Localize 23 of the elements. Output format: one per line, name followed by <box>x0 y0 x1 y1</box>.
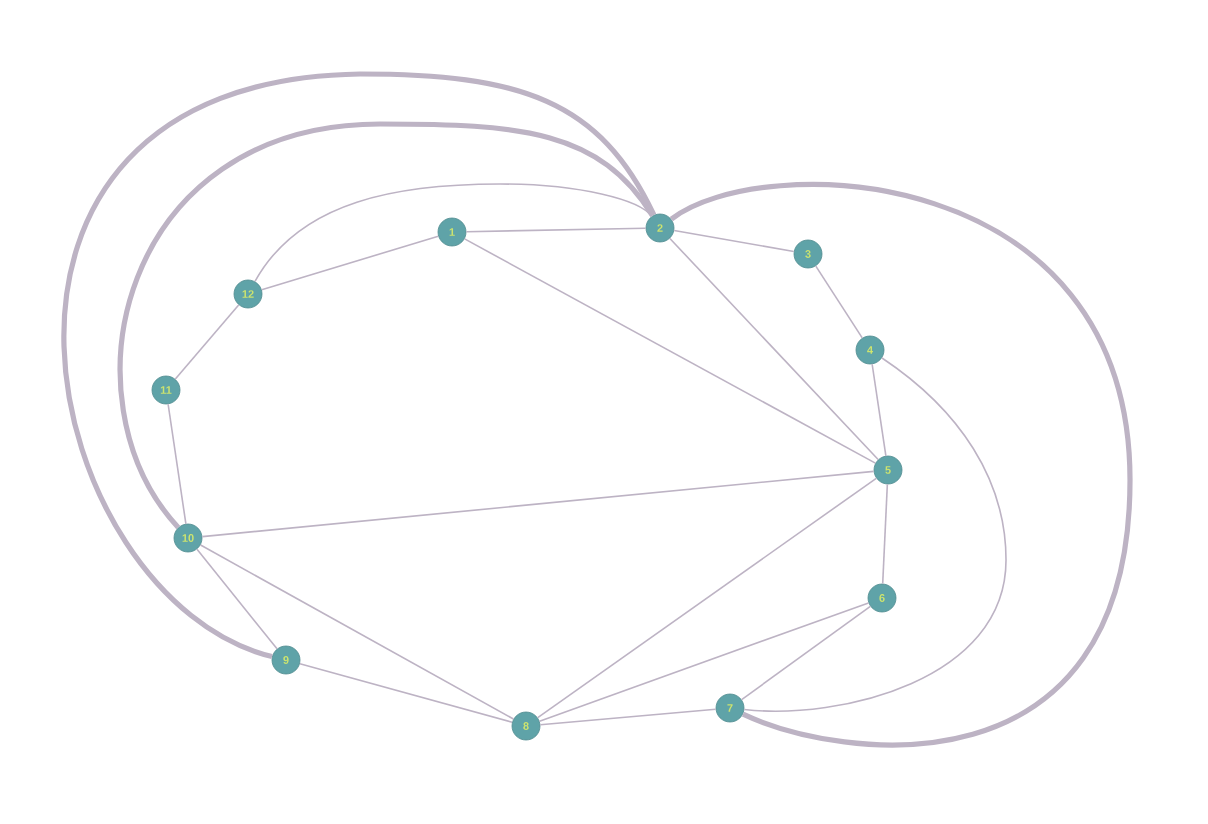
graph-edge <box>62 71 657 659</box>
graph-edge <box>669 237 879 461</box>
graph-edge <box>167 403 187 525</box>
graph-edge <box>463 238 877 464</box>
graph-edge <box>538 602 870 722</box>
graph-edge <box>670 182 1133 748</box>
graph-edge <box>740 605 872 701</box>
graph-edge <box>881 483 889 585</box>
graph-edge <box>673 229 795 253</box>
graph-edge <box>117 121 655 529</box>
graph-edge <box>261 235 440 291</box>
graph-edge <box>254 183 653 283</box>
graph-edge <box>201 470 875 538</box>
graph-edge <box>199 544 515 720</box>
graph-edge <box>299 663 513 723</box>
graph-edge <box>815 265 863 339</box>
graph-edge <box>871 363 887 457</box>
graph-edge <box>539 708 717 726</box>
graph-edge <box>465 227 647 233</box>
graph-edge <box>536 477 878 719</box>
graph-edge <box>196 548 278 650</box>
graph-edge <box>743 357 1007 712</box>
graph-edge <box>174 304 240 380</box>
